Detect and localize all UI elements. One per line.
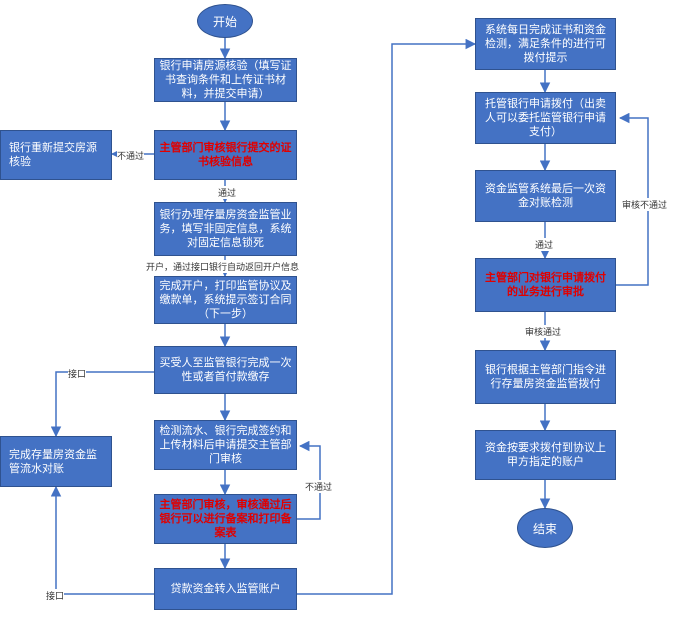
label-pass-2: 通过 (535, 238, 554, 251)
node-fund-to-account: 资金按要求拨付到协议上甲方指定的账户 (475, 430, 616, 480)
node-authority-review-cert: 主管部门审核银行提交的证书核验信息 (154, 130, 297, 180)
label-review-pass: 审核通过 (525, 325, 562, 338)
arrow-n10-n7 (50, 485, 154, 595)
node-bank-resubmit: 银行重新提交房源核验 (0, 130, 112, 180)
node-submit-review: 检测流水、银行完成签约和上传材料后申请提交主管部门审核 (154, 420, 297, 470)
node-authority-approve-payout: 主管部门对银行申请拨付的业务进行审批 (475, 258, 616, 312)
node-authority-review-filing: 主管部门审核，审核通过后银行可以进行备案和打印备案表 (154, 494, 297, 544)
end-node: 结束 (517, 508, 573, 548)
start-node: 开始 (197, 4, 253, 38)
node-reconciliation: 完成存量房资金监管流水对账 (0, 436, 112, 487)
label-not-pass-2: 不通过 (305, 480, 333, 493)
node-final-check: 资金监管系统最后一次资金对账检测 (475, 170, 616, 222)
node-loan-transfer: 贷款资金转入监管账户 (154, 568, 297, 610)
node-buyer-deposit: 买受人至监管银行完成一次性或者首付款缴存 (154, 346, 297, 394)
arrow-n10-r1 (297, 38, 477, 595)
label-not-pass-1: 不通过 (117, 149, 145, 162)
node-bank-handle-supervision: 银行办理存量房资金监管业务，填写非固定信息，系统对固定信息锁死 (154, 202, 297, 256)
label-interface-2: 接口 (46, 589, 65, 602)
label-review-not-pass: 审核不通过 (622, 198, 668, 211)
node-open-account: 完成开户，打印监管协议及缴款单，系统提示签订合同（下一步） (154, 276, 297, 324)
arrow-n6-n7 (50, 371, 154, 438)
label-pass-1: 通过 (218, 186, 237, 199)
label-interface-1: 接口 (68, 367, 87, 380)
label-open-account: 开户，通过接口银行自动返回开户信息 (146, 260, 300, 273)
node-bank-payout: 银行根据主管部门指令进行存量房资金监管拨付 (475, 350, 616, 404)
node-daily-check: 系统每日完成证书和资金检测，满足条件的进行可拨付提示 (475, 18, 616, 70)
node-trust-bank-apply: 托管银行申请拨付（出卖人可以委托监管银行申请支付） (475, 92, 616, 144)
node-bank-apply-verify: 银行申请房源核验（填写证书查询条件和上传证书材料，并提交申请） (154, 58, 297, 102)
